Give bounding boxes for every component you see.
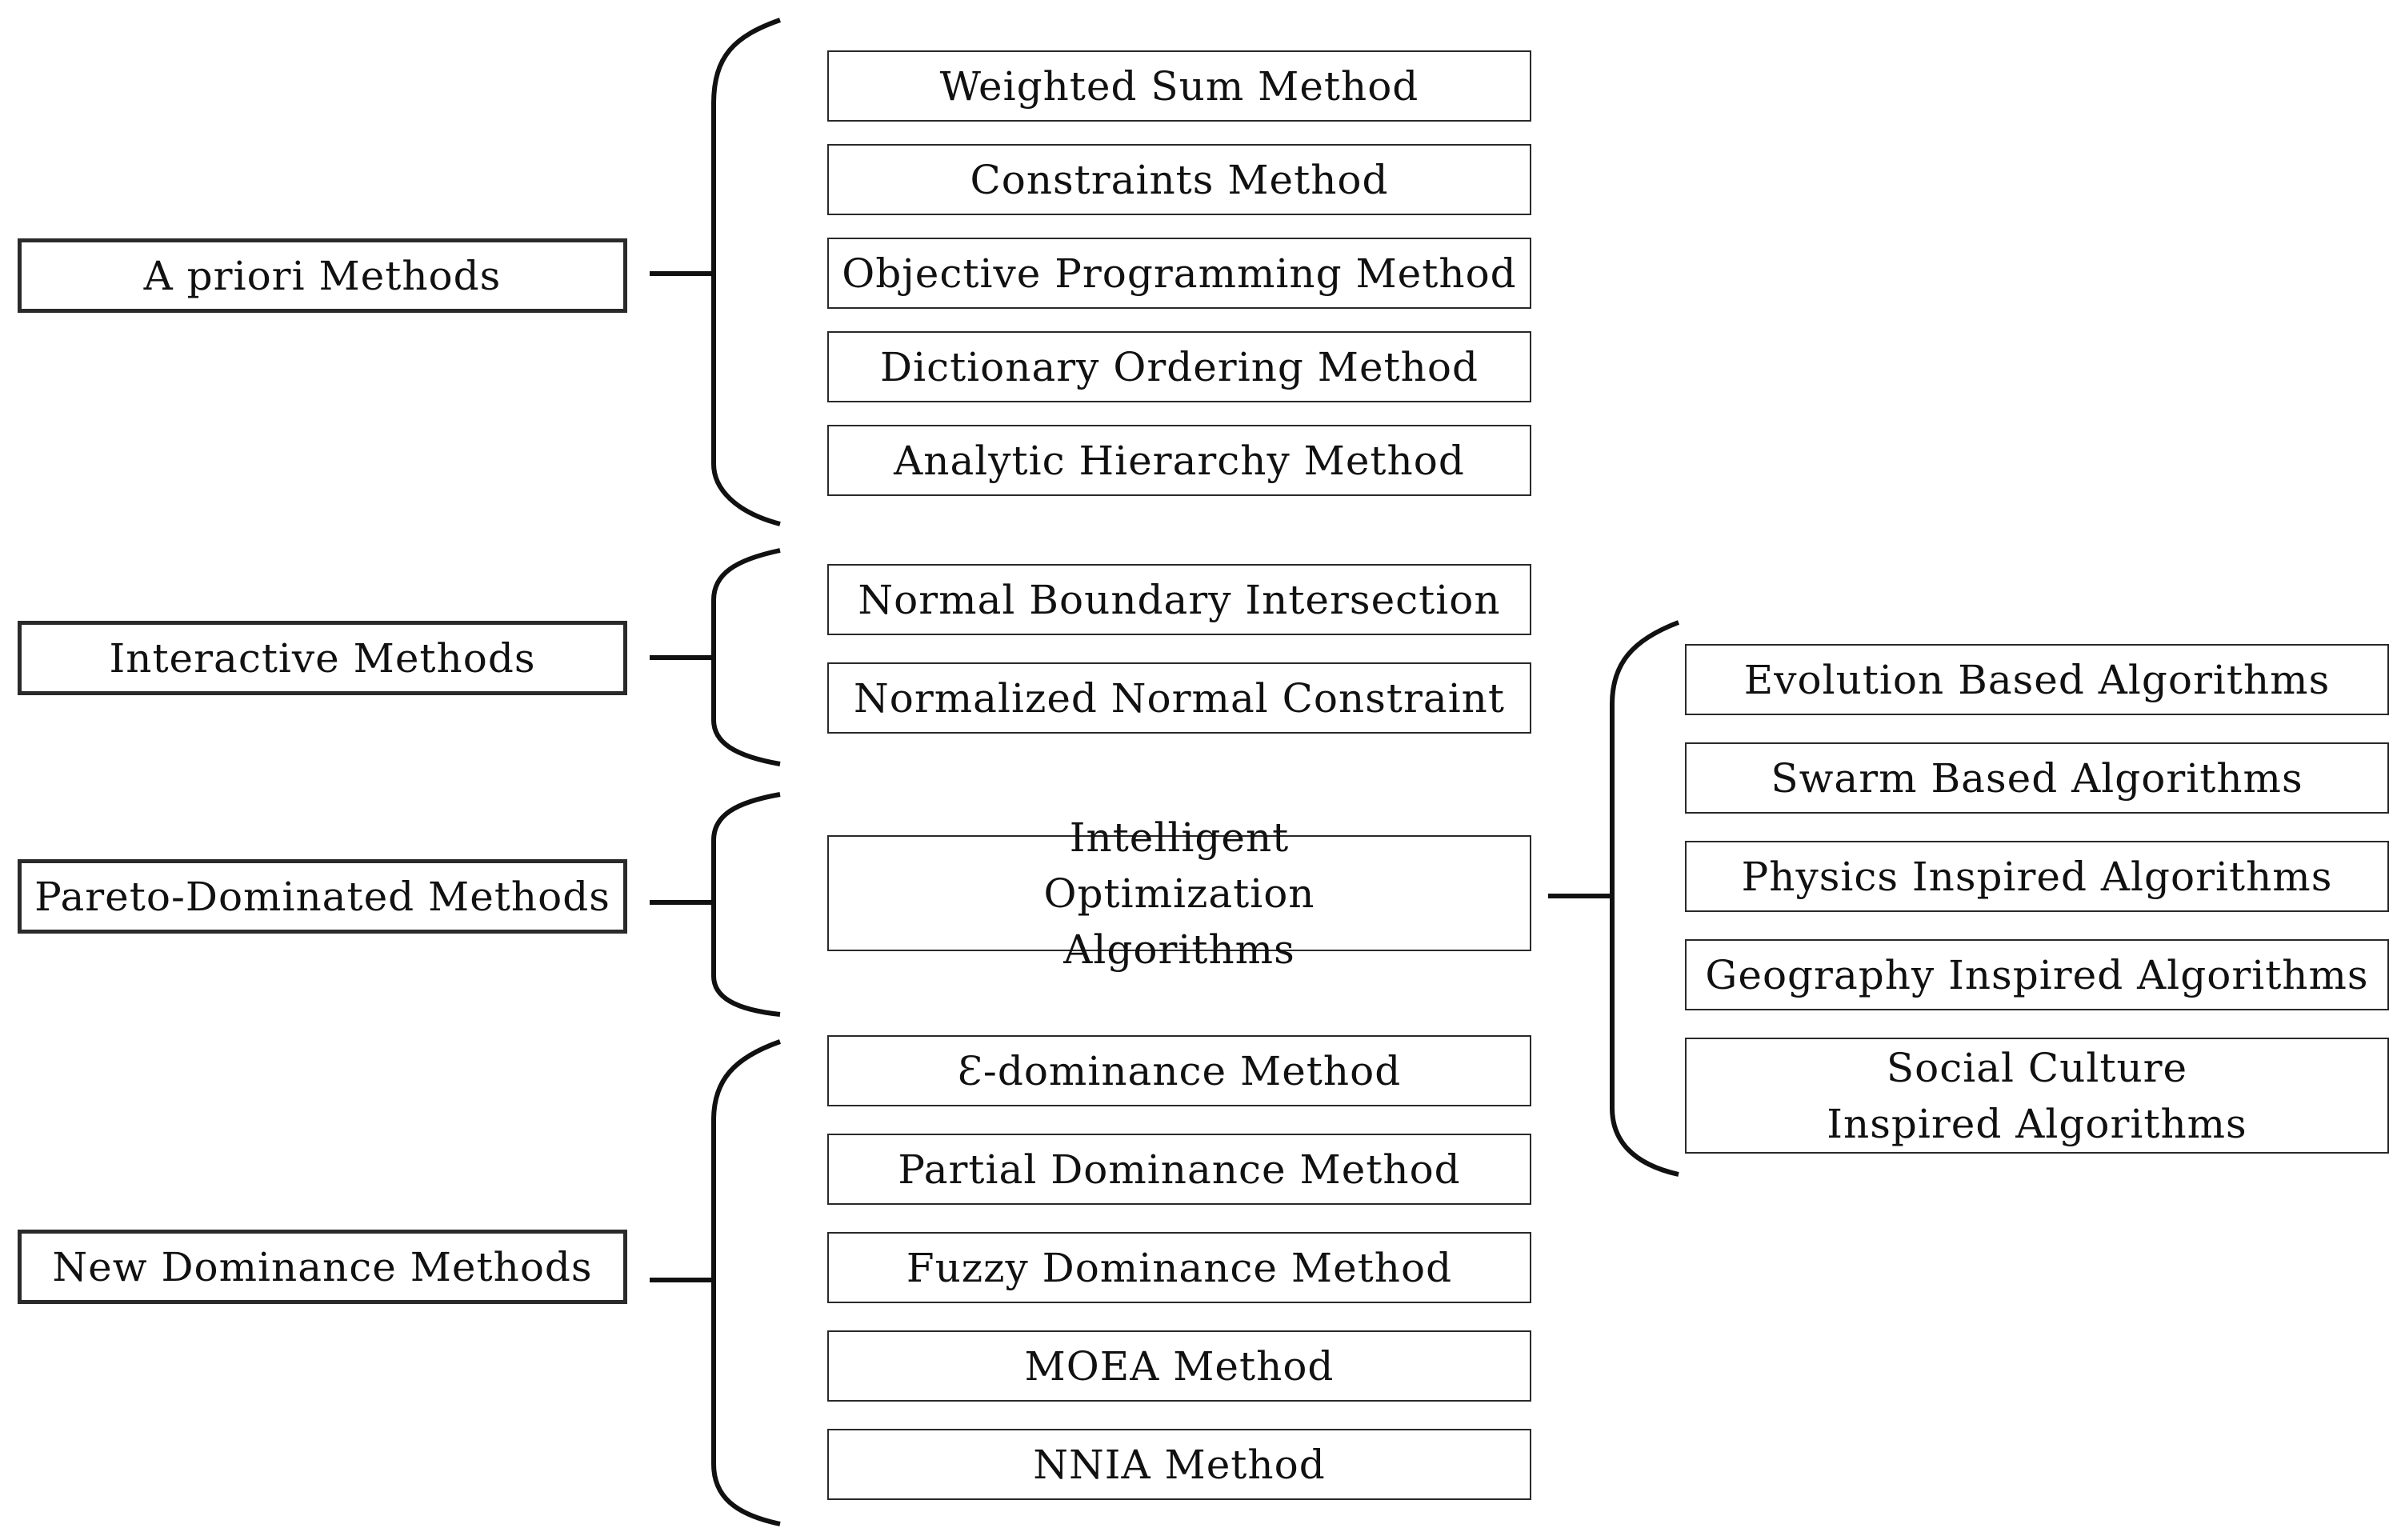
method-normal-boundary-intersection: Normal Boundary Intersection	[827, 564, 1531, 635]
method-objective-programming: Objective Programming Method	[827, 238, 1531, 309]
algorithm-physics-inspired: Physics Inspired Algorithms	[1685, 841, 2389, 912]
algorithm-evolution-based: Evolution Based Algorithms	[1685, 644, 2389, 715]
method-moea: MOEA Method	[827, 1330, 1531, 1402]
category-a-priori-methods: A priori Methods	[18, 238, 627, 313]
method-nnia: NNIA Method	[827, 1429, 1531, 1500]
method-partial-dominance: Partial Dominance Method	[827, 1134, 1531, 1205]
method-analytic-hierarchy: Analytic Hierarchy Method	[827, 425, 1531, 496]
brace-interactive	[650, 548, 781, 766]
method-dictionary-ordering: Dictionary Ordering Method	[827, 331, 1531, 402]
algorithm-swarm-based: Swarm Based Algorithms	[1685, 742, 2389, 814]
algorithm-social-culture-inspired: Social Culture Inspired Algorithms	[1685, 1038, 2389, 1154]
method-epsilon-dominance: Ɛ-dominance Method	[827, 1035, 1531, 1106]
category-pareto-dominated-methods: Pareto-Dominated Methods	[18, 859, 627, 934]
category-interactive-methods: Interactive Methods	[18, 621, 627, 695]
method-normalized-normal-constraint: Normalized Normal Constraint	[827, 662, 1531, 734]
brace-pareto-dominated	[650, 792, 781, 1017]
method-intelligent-optimization-algorithms: Intelligent Optimization Algorithms	[827, 814, 1531, 973]
brace-intelligent-optimization	[1548, 620, 1680, 1177]
category-new-dominance-methods: New Dominance Methods	[18, 1230, 627, 1304]
brace-new-dominance	[650, 1039, 781, 1526]
algorithm-geography-inspired: Geography Inspired Algorithms	[1685, 939, 2389, 1010]
method-constraints: Constraints Method	[827, 144, 1531, 215]
brace-a-priori	[650, 18, 781, 526]
method-weighted-sum: Weighted Sum Method	[827, 50, 1531, 122]
method-fuzzy-dominance: Fuzzy Dominance Method	[827, 1232, 1531, 1303]
